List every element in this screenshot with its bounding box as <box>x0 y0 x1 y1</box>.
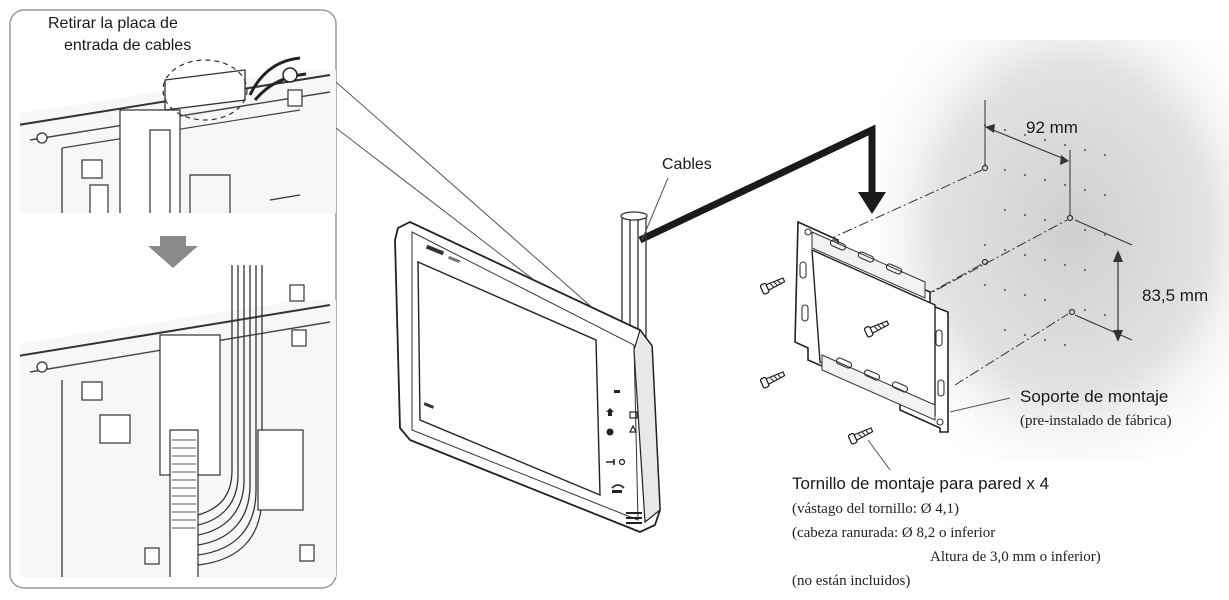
screw-title: Tornillo de montaje para pared x 4 <box>792 474 1050 493</box>
dim-width-line <box>987 127 1068 161</box>
screw-spec-head: (cabeza ranurada: Ø 8,2 o inferior <box>792 525 996 541</box>
dimension-height-label: 83,5 mm <box>1142 286 1209 305</box>
wall-screw <box>759 371 786 389</box>
wall-screw <box>759 277 786 295</box>
inset-panel <box>9 9 337 589</box>
screw-spec-height: Altura de 3,0 mm o inferior) <box>930 549 1101 565</box>
monitor-screen <box>417 260 601 497</box>
down-arrow-shaft <box>160 236 186 248</box>
bracket-leader <box>949 397 1011 413</box>
inset-top-illustration <box>20 56 336 213</box>
callout-remove-plate-line2: entrada de cables <box>64 37 192 54</box>
inset-bottom-illustration <box>20 265 336 577</box>
monitor-buttons <box>606 390 642 524</box>
intercom-monitor <box>394 220 661 533</box>
screw-spec-not-included: (no están incluidos) <box>792 573 911 589</box>
cable-bundle <box>620 211 648 340</box>
dimension-width-label: 92 mm <box>1026 118 1078 137</box>
screw-spec-shank: (vástago del tornillo: Ø 4,1) <box>792 501 960 517</box>
wall-screw <box>863 320 890 338</box>
screw-leader <box>867 439 891 471</box>
down-arrow-icon <box>148 246 198 268</box>
magnifier-line <box>335 81 613 326</box>
wall-hole <box>1066 214 1074 222</box>
cables-label: Cables <box>662 156 712 173</box>
cables-leader <box>641 177 669 241</box>
wall-hole <box>1068 308 1076 316</box>
callout-remove-plate-line1: Retirar la placa de <box>48 15 178 32</box>
wall-hole <box>981 258 989 266</box>
bracket-title: Soporte de montaje <box>1020 387 1169 406</box>
wall-screw <box>847 427 874 445</box>
wall-hole <box>981 164 989 172</box>
mount-direction-arrow <box>638 124 886 244</box>
bracket-note: (pre-instalado de fábrica) <box>1020 413 1172 429</box>
